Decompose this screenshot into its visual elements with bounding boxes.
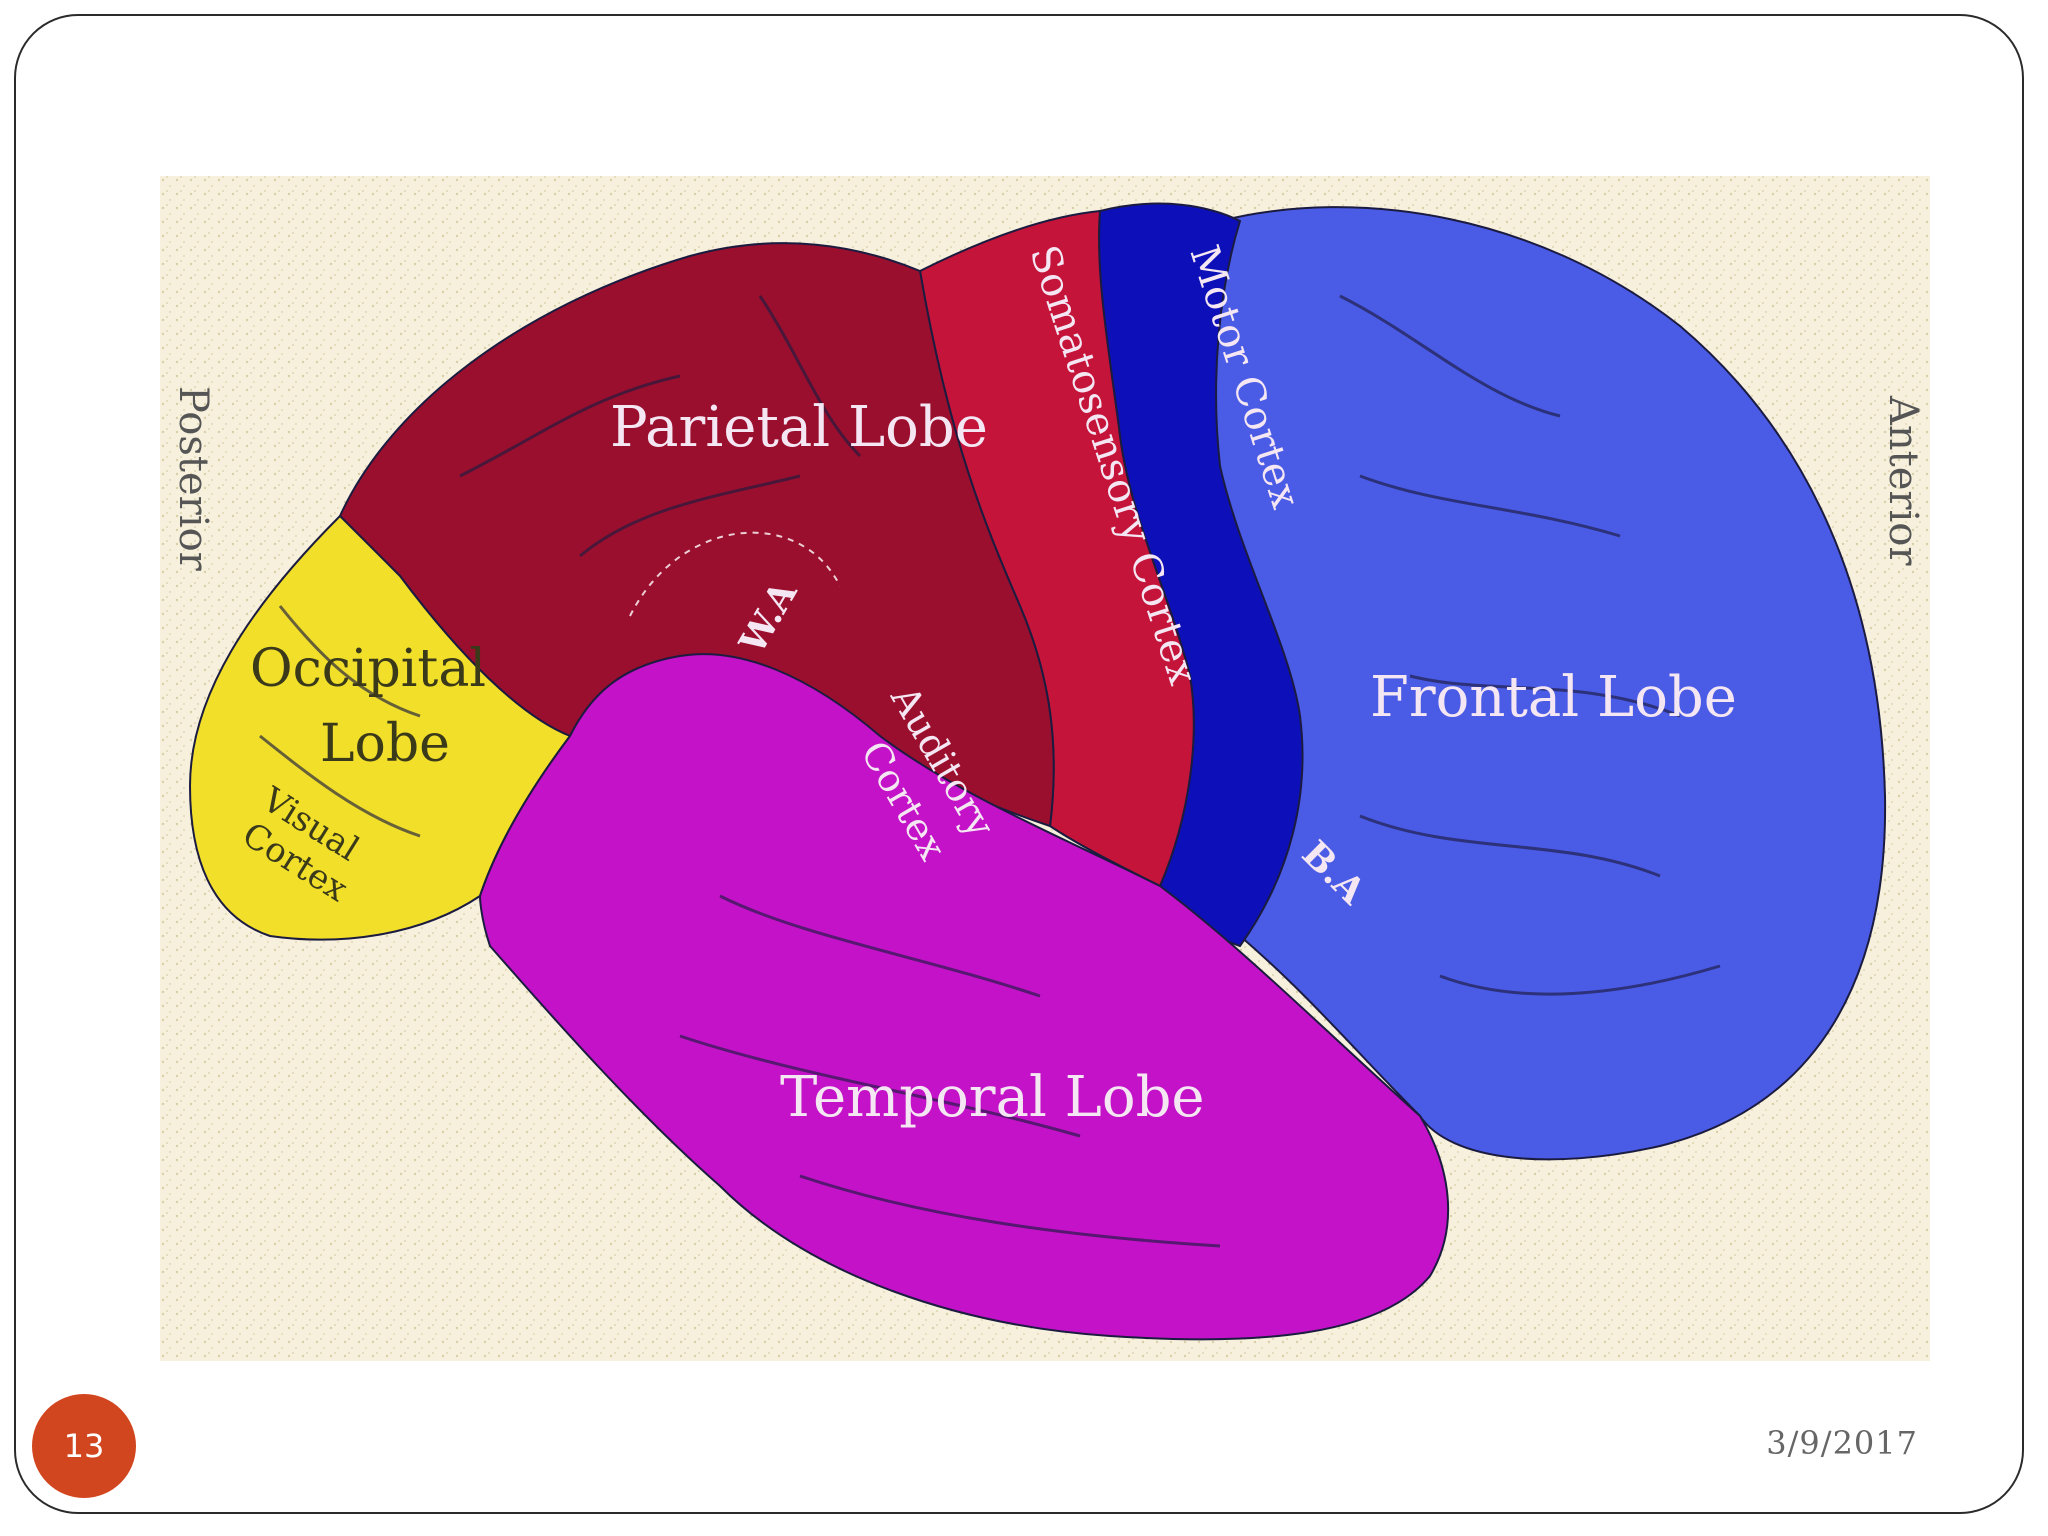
temporal-lobe-region xyxy=(478,653,1450,1341)
occipital-lobe-region xyxy=(188,514,572,941)
slide-number-text: 13 xyxy=(63,1427,105,1465)
anterior-label: Anterior xyxy=(1880,395,1926,566)
posterior-label: Posterior xyxy=(170,386,216,572)
sulci-lines xyxy=(259,294,1721,1248)
occipital-lobe-label-line2: Lobe xyxy=(320,714,450,774)
brain-lobes-diagram: Parietal Lobe Somatosensory Cortex Motor… xyxy=(160,176,1930,1361)
slide-number-badge: 13 xyxy=(32,1394,136,1498)
parietal-lobe-label: Parietal Lobe xyxy=(610,395,988,460)
frontal-lobe-label: Frontal Lobe xyxy=(1370,665,1737,730)
occipital-lobe-label-line1: Occipital xyxy=(250,639,486,699)
slide-date: 3/9/2017 xyxy=(1766,1424,1918,1462)
temporal-lobe-label: Temporal Lobe xyxy=(780,1065,1205,1130)
wernicke-area-outline xyxy=(629,531,841,617)
